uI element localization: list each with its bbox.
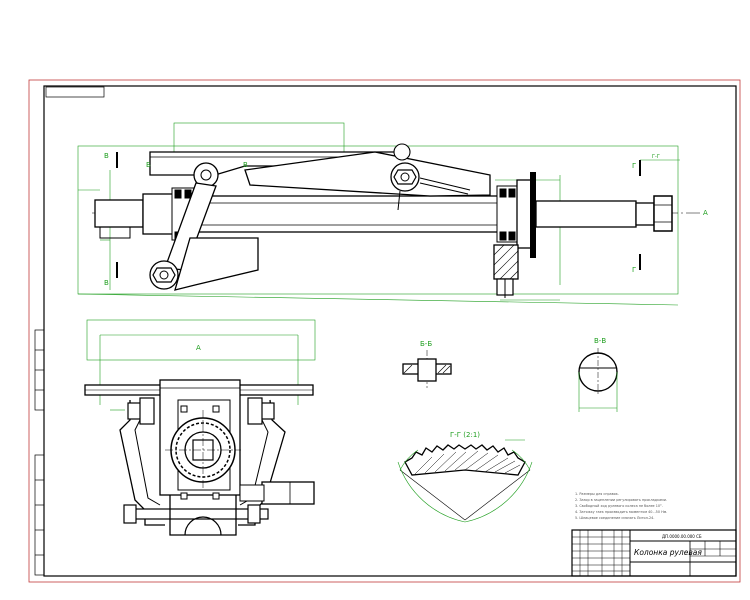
gear-teeth-profile — [404, 444, 526, 476]
note-5: 5. Шлицевое соединение смазать Литол-24. — [575, 516, 654, 520]
shaft-nut — [653, 195, 673, 232]
label-section-b-top: Б — [146, 161, 151, 169]
title-block-name: Колонка рулевая — [634, 548, 702, 557]
title-block-stamp: ДП.0000.00.000 СБ — [662, 534, 702, 539]
section-markers — [116, 152, 641, 278]
sheet-outer-frame — [28, 79, 741, 583]
right-shaft — [535, 200, 637, 228]
view-a-left-arm — [119, 400, 165, 526]
label-section-v-top: В — [243, 161, 248, 169]
label-gear-view: Г-Г (2:1) — [450, 431, 480, 439]
left-shaft-notch — [99, 227, 131, 239]
left-shaft-end — [94, 199, 144, 228]
note-3: 3. Свободный ход рулевого колеса не боле… — [575, 504, 663, 508]
lever-top-eye — [393, 143, 411, 161]
note-1: 1. Размеры для справок. — [575, 492, 619, 496]
label-section-bb: Б-Б — [420, 340, 432, 348]
main-view: В В Б В Г Г Г-Г А — [77, 122, 708, 306]
right-shaft-step — [635, 202, 655, 226]
main-tube — [172, 195, 504, 233]
right-bearing — [496, 185, 518, 243]
label-section-vv: В-В — [594, 337, 606, 345]
section-bb: Б-Б — [402, 340, 452, 388]
gear-view: Г-Г (2:1) — [397, 431, 533, 523]
view-a-bolt-holes — [180, 405, 220, 500]
right-lower-bracket — [493, 244, 519, 280]
label-section-b-left-bottom: В — [104, 279, 109, 287]
top-left-stamp-box — [45, 86, 105, 98]
label-section-g-bottom: Г — [632, 266, 636, 274]
label-section-g-top: Г — [632, 162, 636, 170]
lower-bracket — [174, 237, 259, 291]
note-2: 2. Зазор в зацеплении регулировать прокл… — [575, 498, 667, 502]
label-view-a: А — [703, 209, 708, 217]
note-4: 4. Затяжку гаек производить моментом 40.… — [575, 510, 667, 514]
label-view-a-dim: А — [196, 344, 201, 352]
right-housing-flange — [530, 172, 536, 258]
label-section-g-g: Г-Г — [652, 154, 660, 160]
technical-notes: 1. Размеры для справок. 2. Зазор в зацеп… — [575, 492, 667, 520]
left-shaft-collar — [142, 193, 174, 235]
left-margin-boxes — [34, 329, 45, 576]
view-a: А — [84, 319, 316, 536]
view-a-side-bolt-right — [247, 397, 275, 425]
right-housing-plate — [516, 179, 532, 249]
section-vv: В-В — [578, 337, 618, 412]
title-block — [571, 529, 737, 577]
view-a-side-bolt-left — [127, 397, 155, 425]
view-a-handle — [261, 481, 315, 505]
label-section-b-left: В — [104, 152, 109, 160]
view-a-bottom-u — [169, 495, 237, 536]
